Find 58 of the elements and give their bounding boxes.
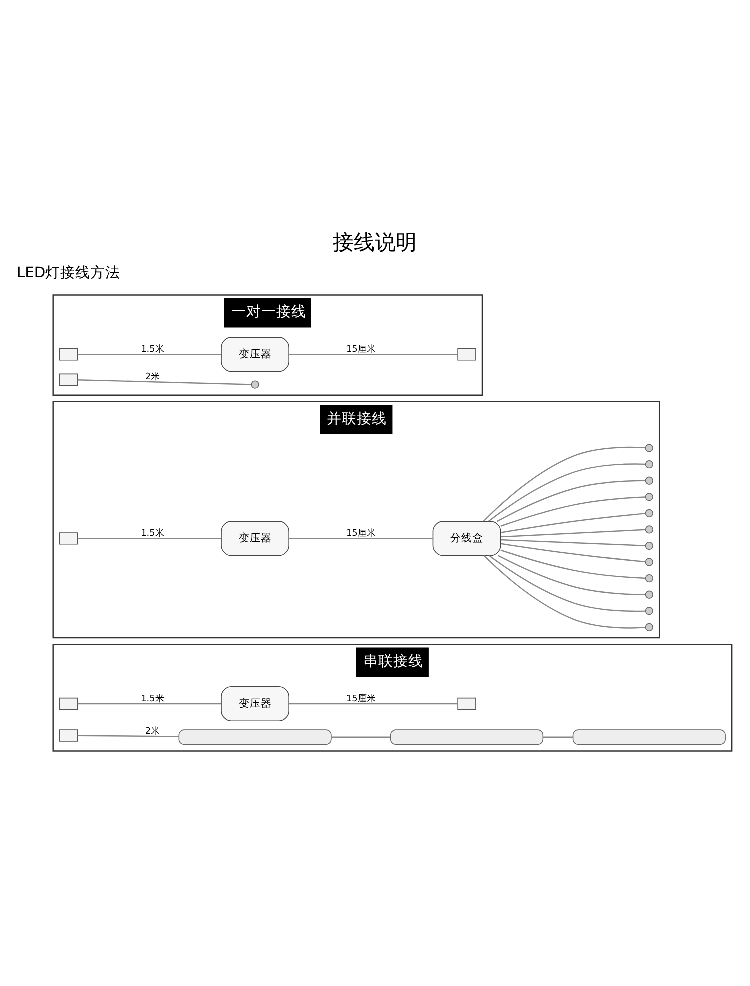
edge-label: 15厘米	[346, 694, 376, 704]
node-circle	[645, 558, 654, 566]
node-box	[59, 373, 78, 386]
node-circle	[645, 444, 654, 452]
node-circle	[645, 460, 654, 468]
node-circle	[645, 574, 654, 582]
node-circle	[645, 508, 654, 518]
diagram-title: 接线说明	[333, 228, 417, 254]
connector	[500, 542, 646, 562]
connector	[332, 736, 391, 738]
connector	[488, 463, 646, 522]
connector	[500, 496, 646, 526]
node-box	[59, 729, 78, 742]
connector	[498, 554, 646, 595]
node-box: 变压器	[221, 336, 290, 372]
node-box: 变压器	[221, 520, 290, 556]
node-box: 分线盒	[432, 520, 502, 556]
edge-label: 2米	[145, 726, 160, 736]
node-box: 变压器	[221, 686, 290, 721]
connector	[500, 538, 646, 546]
connector	[78, 702, 222, 704]
node-circle	[645, 525, 654, 534]
node-bar	[178, 729, 332, 745]
node-box	[458, 348, 476, 360]
connector	[496, 480, 646, 522]
connector	[543, 736, 574, 738]
connector	[289, 354, 458, 355]
edge-label: 1.5米	[141, 694, 164, 704]
node-circle	[645, 476, 654, 484]
connector	[289, 538, 433, 539]
connector	[78, 354, 222, 355]
node-bar	[390, 729, 544, 745]
edge-label: 1.5米	[141, 344, 164, 355]
node-circle	[645, 622, 654, 632]
node-circle	[251, 380, 260, 388]
connector	[500, 512, 646, 533]
edge-label: 15厘米	[346, 528, 376, 539]
node-circle	[645, 541, 654, 550]
label: LED灯接线方法	[16, 264, 121, 282]
connector	[78, 538, 222, 539]
connector	[500, 528, 646, 538]
connector	[484, 555, 646, 628]
edge-label: 2米	[145, 372, 160, 382]
node-circle	[645, 590, 654, 598]
node-box	[59, 697, 78, 710]
edge-label: 15厘米	[346, 344, 376, 355]
node-bar	[572, 729, 726, 745]
node-box	[458, 697, 476, 710]
node-circle	[645, 606, 654, 615]
node-circle	[645, 492, 654, 501]
connector	[289, 702, 458, 704]
edge-label: 1.5米	[141, 528, 164, 539]
node-box	[59, 348, 78, 360]
connector	[500, 549, 646, 579]
connector	[78, 734, 180, 737]
connector	[483, 446, 646, 522]
node-box	[59, 532, 78, 544]
connector	[489, 554, 646, 612]
